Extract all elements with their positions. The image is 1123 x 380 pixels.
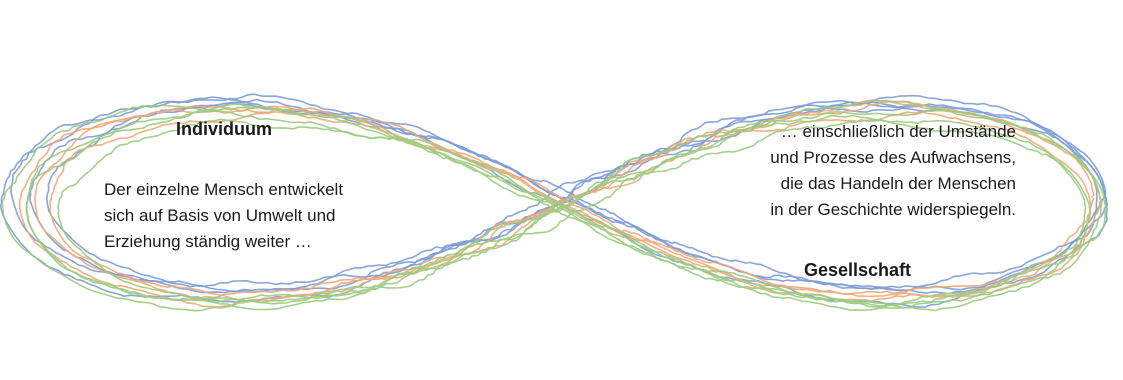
infinity-stroke-9: [25, 110, 1087, 309]
gesellschaft-description: … einschließlich der Umstände und Prozes…: [680, 119, 1016, 223]
infinity-stroke-6: [18, 100, 1102, 308]
gesellschaft-line-2: und Prozesse des Aufwachsens,: [770, 148, 1016, 167]
individuum-title: Individuum: [176, 119, 272, 139]
individuum-line-3: Erziehung ständig weiter …: [104, 232, 312, 251]
individuum-description: Der einzelne Mensch entwickelt sich auf …: [104, 177, 343, 255]
gesellschaft-line-1: … einschließlich der Umstände: [780, 122, 1016, 141]
gesellschaft-line-4: in der Geschichte widerspiegeln.: [770, 200, 1016, 219]
gesellschaft-title: Gesellschaft: [804, 260, 912, 280]
infinity-stroke-4: [46, 101, 1098, 292]
individuum-line-1: Der einzelne Mensch entwickelt: [104, 180, 344, 199]
individuum-line-2: sich auf Basis von Umwelt und: [104, 206, 336, 225]
infinity-stroke-11: [1, 99, 1103, 312]
infinity-stroke-10: [57, 118, 1092, 307]
infinity-stroke-7: [49, 111, 1092, 303]
gesellschaft-line-3: die das Handeln der Menschen: [780, 174, 1016, 193]
